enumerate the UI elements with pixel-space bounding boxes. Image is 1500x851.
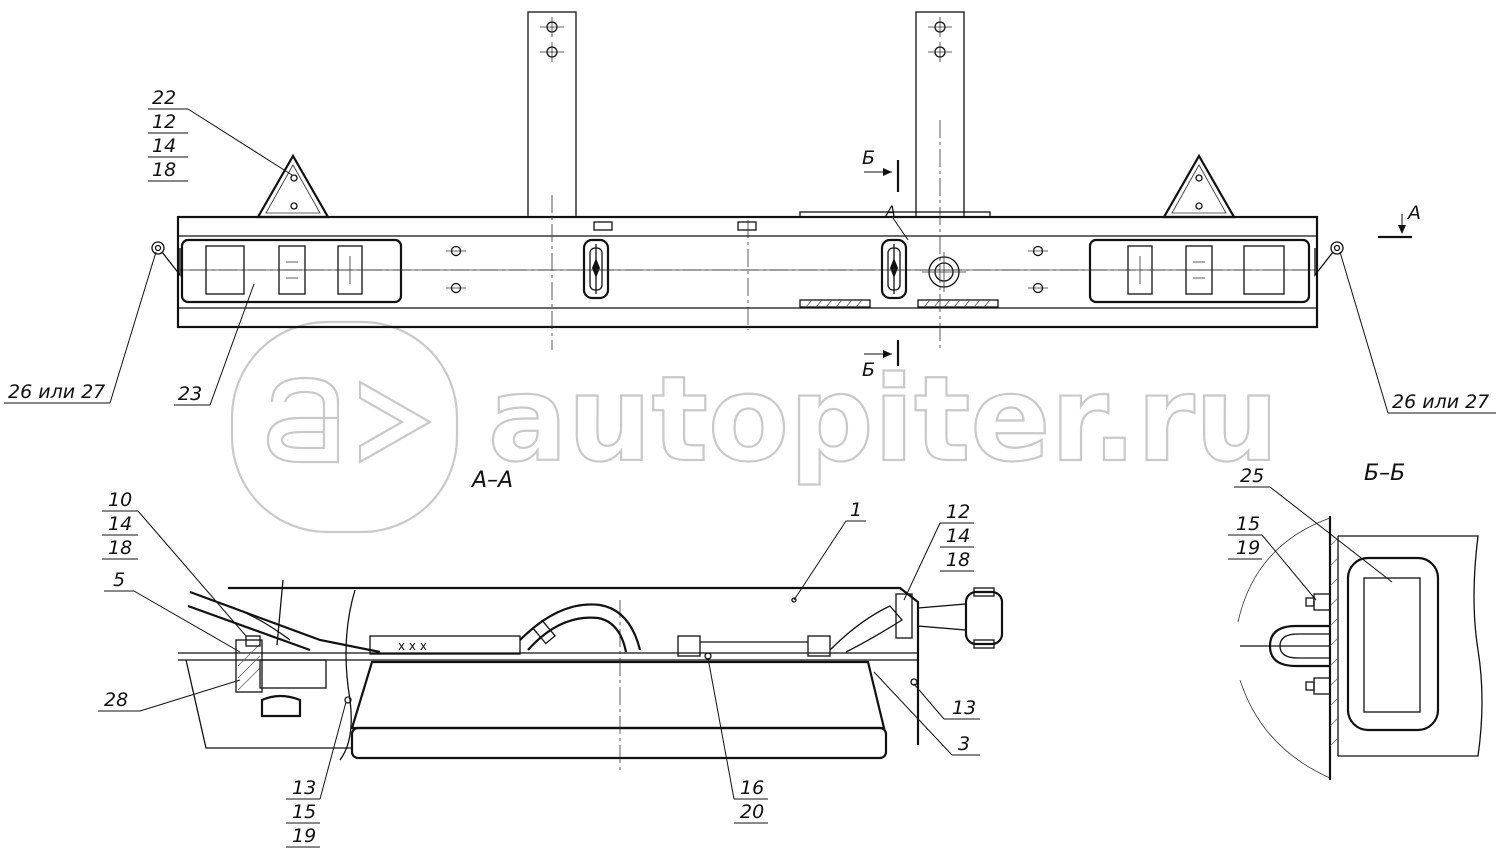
section-aa-callouts: 10 14 18 5 28 13 15 19 1 12 14 18 13 3 <box>98 489 980 848</box>
beam-mounting-holes <box>446 221 1048 294</box>
callout-14-b: 14 <box>108 513 132 535</box>
view-marker-a: А <box>1406 202 1421 224</box>
aa-left-fastener <box>235 579 327 718</box>
left-light-panel <box>180 238 403 304</box>
callout-26-right: 26 или 27 <box>1392 391 1489 413</box>
section-bb-callouts: 25 15 19 <box>1228 465 1393 601</box>
main-view-callouts: 22 12 14 18 26 или 27 23 26 или 27 <box>4 87 1496 414</box>
view-mark-a: А А <box>885 202 1421 241</box>
right-warning-triangle <box>1162 153 1236 219</box>
section-marker-b-bottom: Б <box>862 359 875 381</box>
aa-plug <box>917 587 1004 649</box>
watermark-logo-badge <box>230 320 459 534</box>
callout-28: 28 <box>104 689 128 711</box>
callout-25: 25 <box>1240 465 1264 487</box>
main-view: Б Б А А <box>151 11 1421 381</box>
section-mark-bb: Б Б <box>862 147 900 381</box>
callout-18-b: 18 <box>108 537 132 559</box>
svg-text:x x x: x x x <box>398 639 427 653</box>
callout-26-left: 26 или 27 <box>8 381 105 403</box>
watermark: autopiter.ru <box>230 320 1280 534</box>
callout-1: 1 <box>850 499 862 521</box>
end-pins <box>151 241 1344 277</box>
callout-23: 23 <box>178 383 202 405</box>
section-aa: А–А x x x <box>178 468 1004 770</box>
callout-12-a: 12 <box>152 111 176 133</box>
callout-14-c: 14 <box>946 525 970 547</box>
left-mounting-bracket <box>527 11 577 218</box>
left-warning-triangle <box>256 153 330 219</box>
aa-lamp-body <box>350 600 888 770</box>
bb-lamp <box>1346 556 1440 732</box>
callout-16: 16 <box>740 777 764 799</box>
watermark-text: autopiter.ru <box>488 350 1279 488</box>
callout-15-b: 15 <box>1236 513 1260 535</box>
left-marker-lamp <box>582 238 610 300</box>
callout-13-b: 13 <box>952 697 976 719</box>
callout-20: 20 <box>740 801 764 823</box>
right-light-panel <box>1088 238 1311 304</box>
bumper-beam <box>176 215 1319 329</box>
right-marker-lamp <box>880 238 908 300</box>
callout-13-a: 13 <box>292 777 316 799</box>
section-marker-b-top: Б <box>862 147 875 169</box>
callout-18-a: 18 <box>152 159 176 181</box>
hatched-strips <box>799 211 999 308</box>
callout-10: 10 <box>108 489 132 511</box>
aa-housing <box>228 586 920 745</box>
aa-cables: x x x <box>187 590 903 657</box>
axis-lines <box>190 120 1310 350</box>
callout-22: 22 <box>152 87 176 109</box>
callout-12-b: 12 <box>946 501 970 523</box>
bb-fasteners <box>1240 593 1331 695</box>
section-title-aa: А–А <box>470 468 513 493</box>
watermark-logo-glyph <box>266 376 433 464</box>
callout-18-c: 18 <box>946 549 970 571</box>
callout-14-a: 14 <box>152 135 176 157</box>
connector-socket <box>922 252 966 292</box>
callout-5: 5 <box>113 569 125 591</box>
callout-19-b: 19 <box>1236 537 1260 559</box>
callout-15-a: 15 <box>292 801 316 823</box>
callout-3: 3 <box>958 733 970 755</box>
section-title-bb: Б–Б <box>1364 461 1405 486</box>
callout-19-a: 19 <box>292 825 316 847</box>
section-bb: Б–Б <box>1237 461 1483 780</box>
view-marker-a-small: А <box>885 204 896 220</box>
